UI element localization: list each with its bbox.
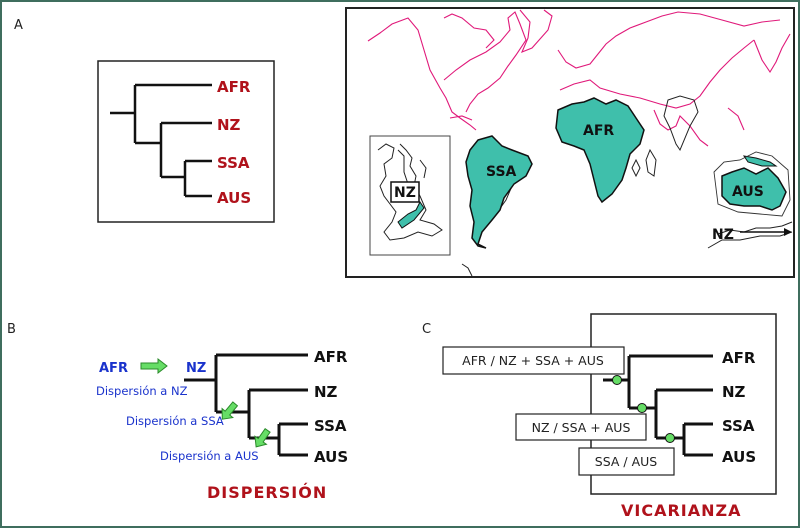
panel-letter-c: C: [422, 322, 432, 337]
vicariance-node-2: [637, 403, 647, 413]
vicariance-event-box-2: [515, 413, 647, 441]
vicariance-node-1: [612, 375, 622, 385]
cladogram-label-nz: NZ: [217, 116, 241, 134]
dispersal-note-nz: Dispersión a NZ: [96, 384, 188, 398]
vicariance-event-3: SSA / AUS: [595, 454, 658, 469]
dispersal-arrow-afr-nz-icon: [140, 357, 168, 375]
map-label-afr: AFR: [583, 123, 614, 139]
cladogram-box: [97, 60, 275, 223]
dispersal-tree-branches: [184, 353, 308, 457]
vicariance-frame: [590, 313, 777, 495]
nz-direction-arrowhead: [784, 228, 792, 236]
map-label-nz-arrow: NZ: [712, 227, 734, 243]
vicariance-title: VICARIANZA: [621, 501, 742, 520]
vicariance-event-1: AFR / NZ + SSA + AUS: [462, 353, 604, 368]
panel-letter-a: A: [14, 18, 23, 33]
panel-letter-b: B: [7, 322, 16, 337]
modern-coastlines: [367, 9, 791, 147]
cladogram-label-aus: AUS: [217, 189, 251, 207]
dispersal-note-ssa: Dispersión a SSA: [126, 414, 224, 428]
dispersal-tree-label-ssa: SSA: [314, 417, 347, 435]
vicariance-tree-label-afr: AFR: [722, 349, 756, 367]
dispersal-tree-label-aus: AUS: [314, 448, 348, 466]
vicariance-tree-label-nz: NZ: [722, 383, 746, 401]
nz-inset-outlines: [377, 143, 443, 241]
map-label-nz-inset: NZ: [394, 185, 416, 201]
dispersal-origin-label: AFR: [99, 361, 128, 376]
vicariance-event-2: NZ / SSA + AUS: [532, 420, 631, 435]
dispersal-note-aus: Dispersión a AUS: [160, 449, 259, 463]
nz-inset-landmass: [397, 201, 425, 229]
vicariance-tree-branches: [603, 354, 713, 457]
vicariance-node-3: [665, 433, 675, 443]
panel-a-map: SSA AFR AUS NZ NZ: [345, 7, 795, 278]
panel-a-cladogram: AFR NZ SSA AUS: [97, 60, 275, 223]
cladogram-label-afr: AFR: [217, 78, 251, 96]
vicariance-tree-label-ssa: SSA: [722, 417, 755, 435]
cladogram-branches: [110, 83, 212, 198]
cladogram-label-ssa: SSA: [217, 154, 250, 172]
landmass-ssa: [465, 135, 533, 249]
dispersal-dest-label: NZ: [186, 361, 206, 376]
dispersal-arrow-aus-icon: [254, 428, 271, 448]
map-label-aus: AUS: [732, 184, 764, 200]
panel-b-dispersal: AFR NZ AFR NZ SSA AUS Dispersión a NZ Di…: [96, 348, 348, 502]
vicariance-event-box-1: [442, 346, 625, 375]
aus-shelf-outline: [713, 151, 791, 217]
vicariance-event-box-3: [578, 447, 675, 476]
vicariance-tree-label-aus: AUS: [722, 448, 756, 466]
dispersal-tree-label-afr: AFR: [314, 348, 348, 366]
landmass-aus: [721, 167, 787, 211]
map-label-ssa: SSA: [486, 164, 517, 180]
dispersal-title: DISPERSIÓN: [207, 483, 327, 502]
panel-c-vicariance: AFR NZ SSA AUS AFR / NZ + SSA + AUS NZ /…: [442, 313, 777, 520]
landmass-afr: [555, 97, 645, 204]
dispersal-arrow-ssa-icon: [221, 401, 239, 420]
dispersal-tree-label-nz: NZ: [314, 383, 338, 401]
landmass-new-guinea: [742, 155, 778, 167]
nz-inset-label-box: [390, 181, 420, 203]
